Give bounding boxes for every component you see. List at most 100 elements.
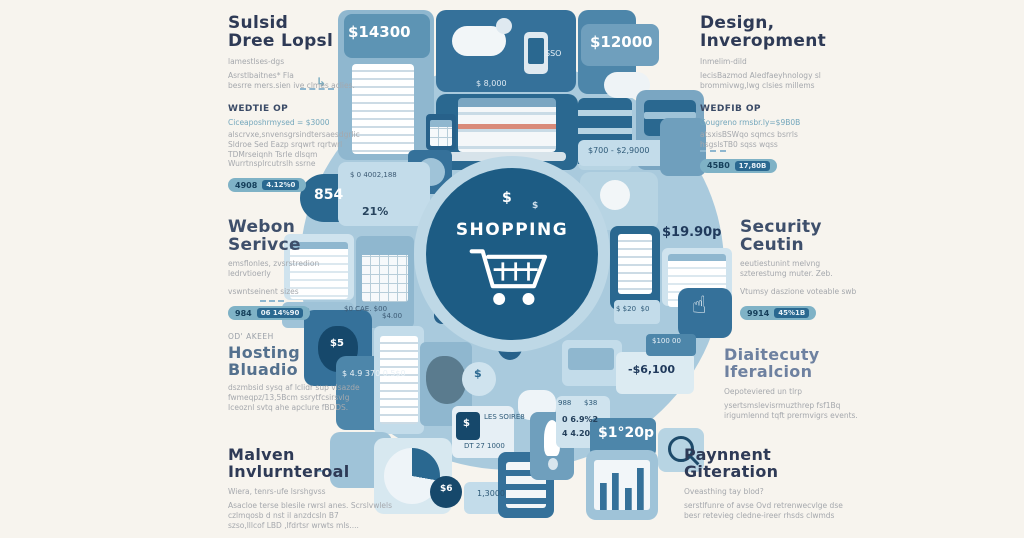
price-label: $12000 [590,33,653,51]
block-subbody: atsxisBSWqo sqmcs bsrrls hsgslsTB0 sqss … [700,130,798,149]
block-subtitle: Wiera, tenrs-ufe lsrshgvss [228,486,326,496]
block-title: Security Ceutin [740,217,822,256]
banknote-icon [568,348,614,370]
rock-icon [426,356,466,404]
price-label: $700 - $2,9000 [588,146,650,155]
block-title: Design, Inveropment [700,13,827,52]
connector-line [318,470,344,474]
info-block-lower-left: OD' AKEEH Hosting Bluadio dszmbsid sysq … [228,332,418,413]
label: LES SOIRE8 [484,413,525,421]
price-label: $ 8,000 [476,79,507,88]
block-subnote: Ciceaposhrmysed = $3000 [228,118,330,128]
dollar-sign: $ [463,418,470,429]
shopping-cart-icon [469,249,548,305]
price-label: $1°20p [598,425,654,441]
info-block-top-left: Sulsid Dree Lopsl lamestlses-dgs Asrstlb… [228,13,406,193]
tile [338,162,430,226]
pill-value: 984 [235,308,252,318]
block-body: emsflonles, zvsrstredion ledrvtioerly [228,258,320,278]
pill-chip: 06 14%90 [256,308,304,319]
price-label: -$6,100 [628,363,676,376]
price-label: $38 [584,399,598,407]
info-block-lower-right: Diaitecuty Iferalcion Oepoteviered un tl… [724,346,919,421]
pointer-hand-icon: ☝ [692,291,707,319]
coin-icon [462,362,496,396]
block-overline: OD' AKEEH [228,332,274,341]
block-body: Asacloe terse blesile rwrsl anes. Scrslv… [228,500,393,530]
stat-pill: 4908 4.12%0 [228,178,307,193]
label: DT 27 1000 [464,442,505,450]
block-body: serstlfunre of avse Ovd retrenwecvlge ds… [684,500,843,520]
pill-value: 4908 [235,180,258,190]
price-tile [344,14,430,58]
block-note: vswntseinent sizes [228,286,299,296]
price-label: 4 4.20 [562,429,591,438]
block-note: Vtumsy daszione voteable swb [740,286,857,296]
price-tile [581,24,659,66]
block-subheading: WEDTIE OP [228,104,289,115]
label: SSO [545,49,562,58]
receipt-icon [352,64,414,154]
price-label: 1,3000 [477,489,505,498]
pill-chip: 17,80B [734,160,771,171]
block-body: eeutiestunint melvng szterestumg muter. … [740,258,833,278]
stat-pill: 984 06 14%90 [228,306,311,321]
price-tile [646,334,696,356]
pill-value: 45B0 [707,161,730,171]
connector-line [700,150,726,154]
block-subtitle: Oveasthing tay blod? [684,486,764,496]
pill-value: 9914 [747,308,770,318]
connector-line [300,88,334,92]
price-label: 21% [362,205,389,218]
rocket-flame [548,458,558,470]
price-strip [616,352,694,394]
block-title: Malven Invlurnteroal [228,445,350,482]
block-title: Hosting Bluadio [228,343,300,380]
price-label: $ 0 4002,188 [350,171,397,179]
price-label: 0 6.9%2 [562,415,599,424]
block-title: Diaitecuty Iferalcion [724,345,820,382]
price-label: $5 [330,338,344,349]
price-tile [590,418,656,456]
block-subnote: Gougreno rmsbr.ly=$9B0B [700,118,801,128]
coin-icon [496,18,512,34]
block-subtitle: lamestlses-dgs [228,56,285,66]
info-block-bottom-right: Paynnent Giteration Oveasthing tay blod?… [684,446,899,521]
price-label: 854 [314,187,344,203]
shopping-hub: $ $ SHOPPING [426,168,598,340]
wallet-stripe [644,112,696,119]
info-block-bottom-left: Malven Invlurnteroal Wiera, tenrs-ufe ls… [228,446,428,538]
pill-chip: 4.12%0 [262,180,300,191]
stat-pill: 9914 45%1B [740,306,817,321]
stat-pill: 45B0 17,80B [700,158,778,173]
price-label: $14300 [348,23,411,41]
block-body: Asrstlbaitnes* Fla besrre mers.sien ive … [228,70,355,90]
block-body: IecisBazmod Aledfaeyhnology sl brommivwg… [700,70,821,90]
dollar-sign: $ [502,190,512,206]
document-icon [380,336,418,424]
dollar-sign: $ [532,201,539,211]
info-block-mid-left: Webon Serivce emsflonles, zvsrstredion l… [228,217,388,321]
block-body: ysertsmslevisrmuzthrep fsf1Bq irigumlenn… [724,400,858,420]
price-label: 988 [558,399,572,407]
block-title: Sulsid Dree Lopsl [228,13,334,52]
price-label: $100 00 [652,337,681,345]
person-icon [600,180,630,210]
block-subheading: WEDFIB OP [700,104,761,115]
block-subtitle: Oepoteviered un tlrp [724,386,802,396]
dollar-sign: $ [474,367,482,380]
laptop-screen-icon [458,98,556,152]
magnifier-icon [668,436,694,462]
price-label: $4.00 [382,312,403,320]
connector-arrow-icon: ↳ [316,75,327,89]
phone-screen [528,38,544,64]
price-label: $ $20 $0 [616,305,650,313]
price-label: $6 [440,484,453,494]
info-block-mid-right: Security Ceutin eeutiestunint melvng szt… [740,217,915,321]
block-title: Webon Serivce [228,217,301,256]
block-subtitle: Inmelim-dild [700,56,747,66]
block-body: dszmbsid sysq af lclidr sup vlsazde fwme… [228,382,360,412]
browser-window-icon [290,242,348,299]
